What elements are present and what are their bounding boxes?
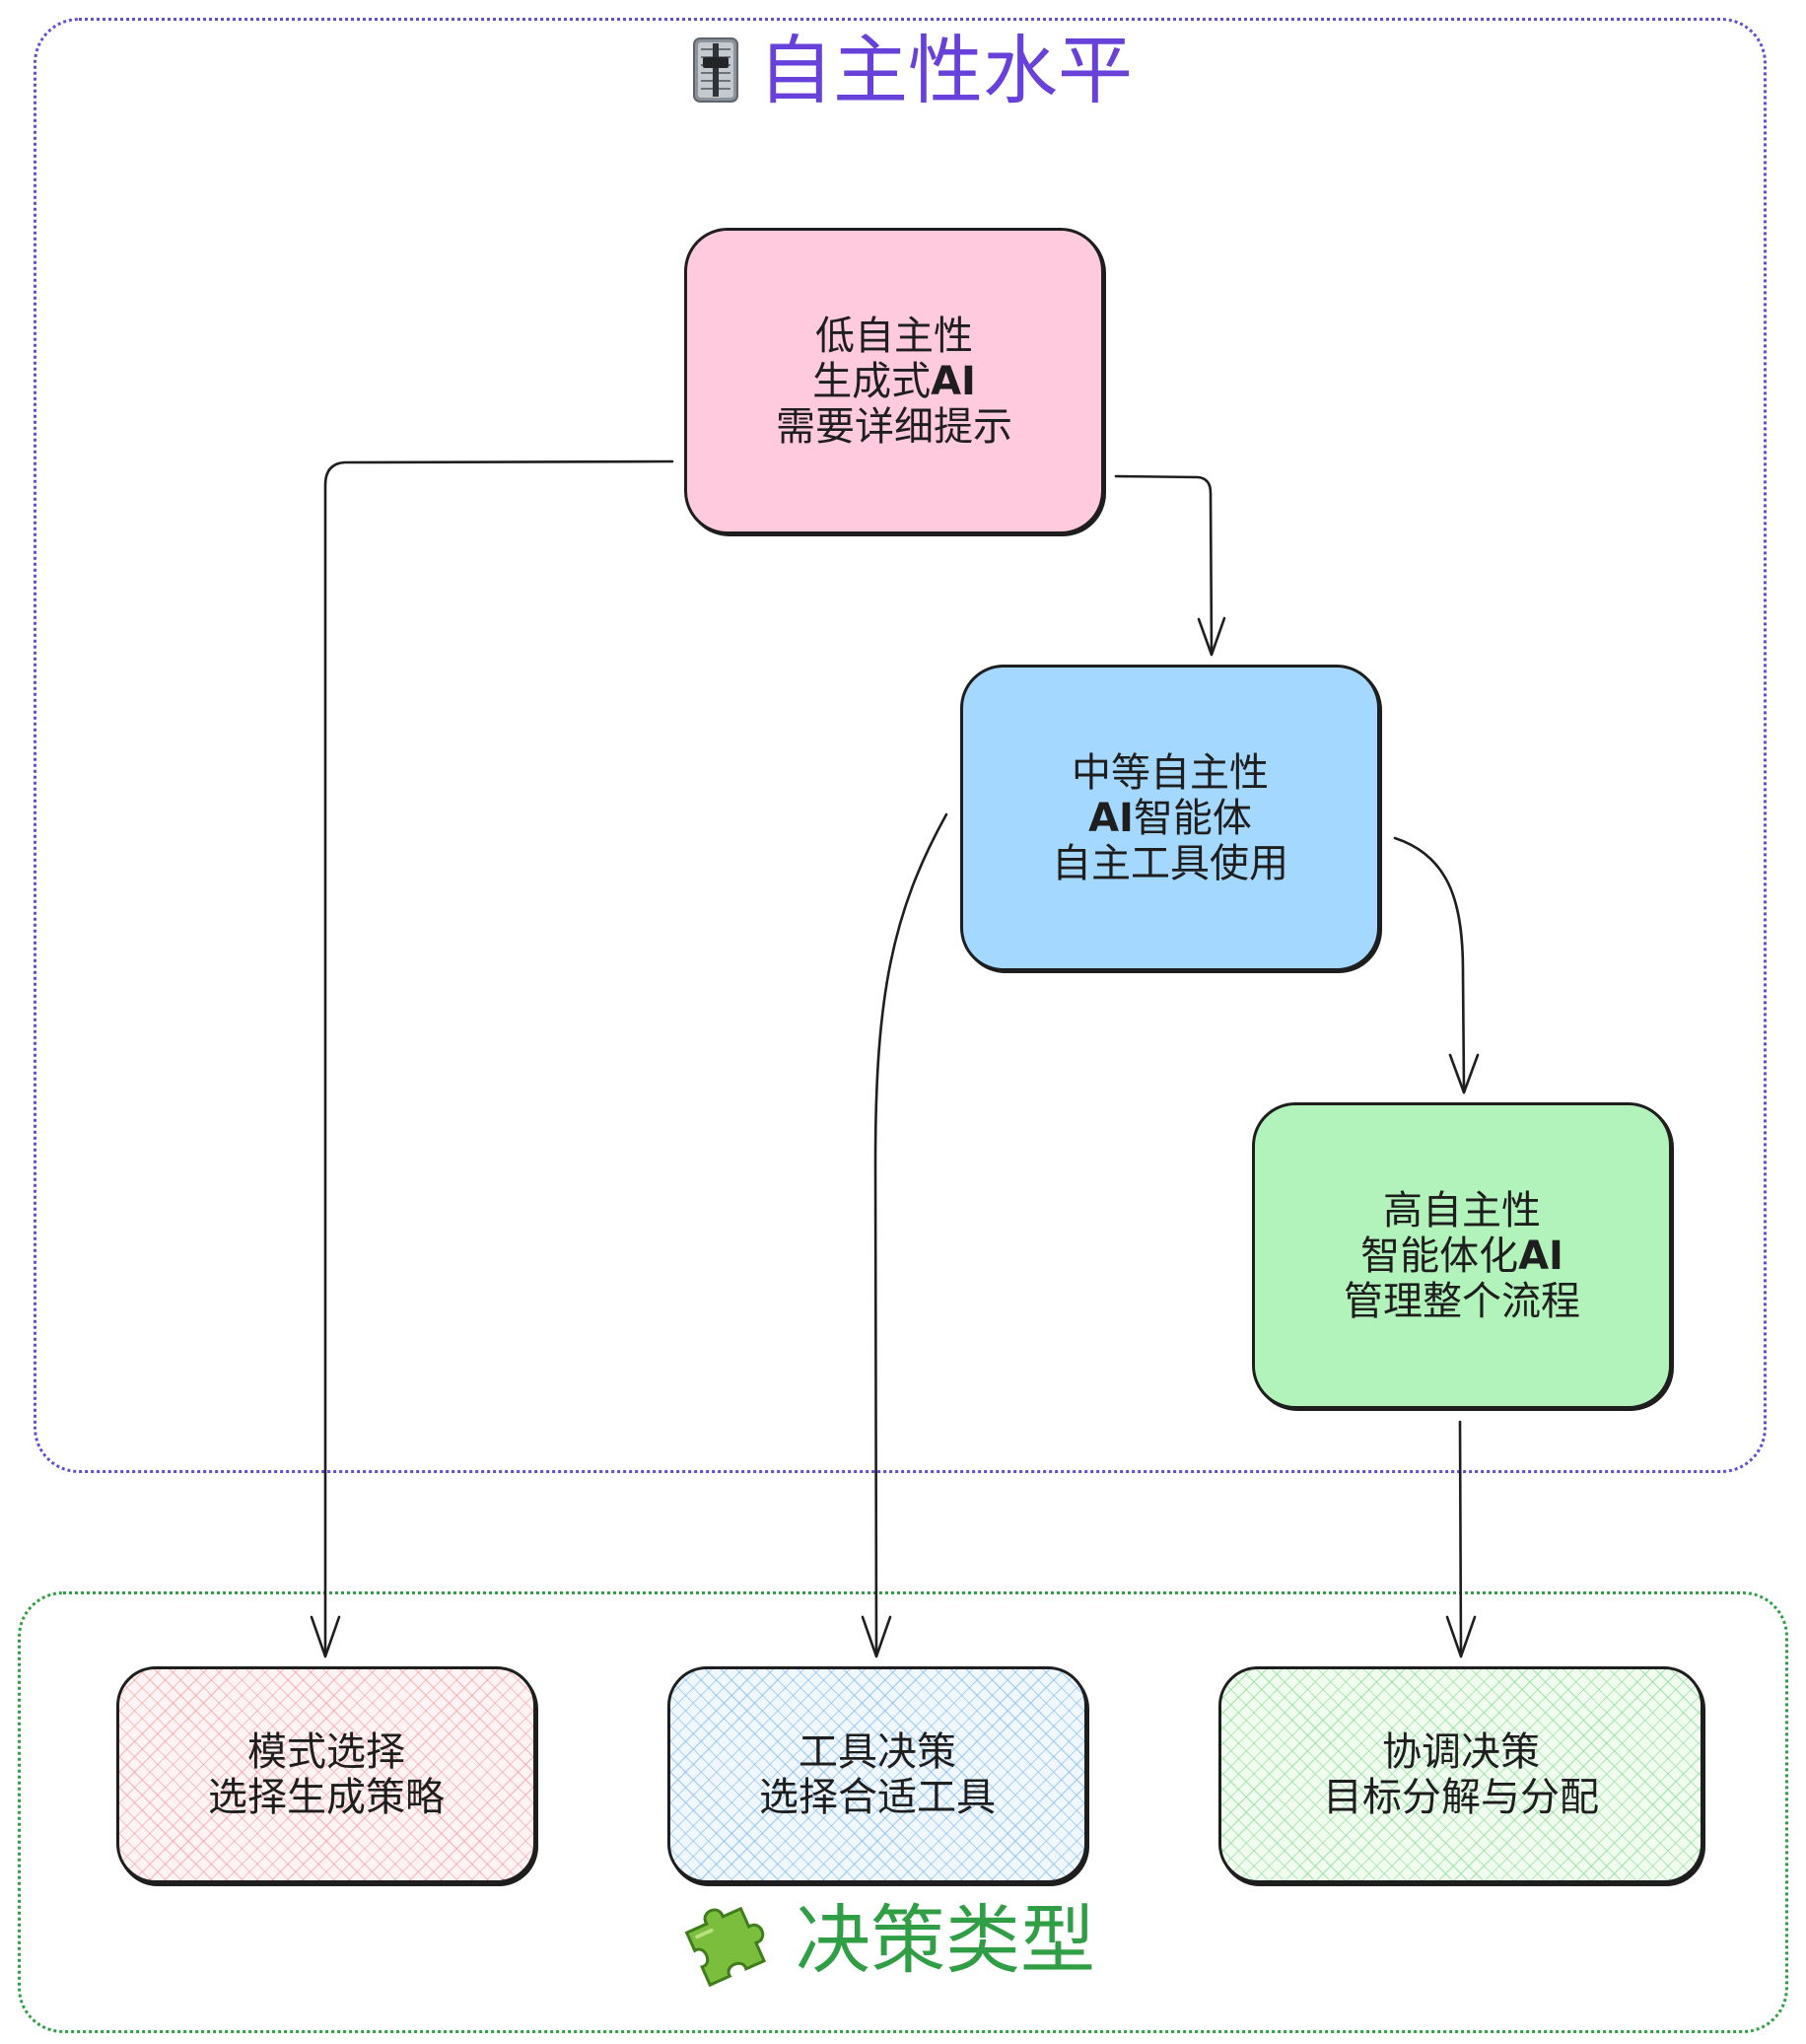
- node-coord-decision[interactable]: 协调决策 目标分解与分配: [1218, 1666, 1703, 1883]
- node-high-line3: 管理整个流程: [1344, 1278, 1580, 1324]
- edge-mid-to-high: [1393, 836, 1466, 1092]
- edge-high-to-coord: [1458, 1420, 1463, 1656]
- puzzle-piece-icon: [684, 1906, 767, 1988]
- decision-group-title-text: 决策类型: [796, 1896, 1095, 1984]
- node-tool-line1: 工具决策: [799, 1729, 956, 1775]
- node-pattern-decision[interactable]: 模式选择 选择生成策略: [116, 1666, 536, 1883]
- edge-low-to-pattern: [323, 459, 674, 1656]
- edge-mid-to-tool-arrowhead: [861, 1615, 892, 1658]
- node-pattern-line1: 模式选择: [247, 1729, 405, 1775]
- node-high-line1: 高自主性: [1383, 1187, 1541, 1233]
- node-low-line3: 需要详细提示: [776, 403, 1012, 450]
- autonomy-group-title: 自主性水平: [0, 34, 1806, 108]
- autonomy-group-frame: [34, 18, 1767, 1473]
- node-mid-line1: 中等自主性: [1072, 749, 1269, 796]
- node-mid-line3: 自主工具使用: [1052, 840, 1288, 886]
- edge-low-to-pattern-arrowhead: [310, 1615, 341, 1658]
- autonomy-group-title-text: 自主性水平: [758, 27, 1133, 114]
- edge-low-to-mid-arrowhead: [1197, 616, 1226, 657]
- edge-mid-to-high-arrowhead: [1448, 1053, 1480, 1094]
- edge-mid-to-tool: [873, 812, 948, 1656]
- node-low-line1: 低自主性: [815, 313, 973, 359]
- node-low-line2: 生成式AI: [812, 358, 976, 404]
- level-slider-icon: [693, 37, 738, 103]
- node-tool-line2: 选择合适工具: [759, 1775, 996, 1820]
- node-pattern-line2: 选择生成策略: [208, 1775, 445, 1820]
- node-tool-decision[interactable]: 工具决策 选择合适工具: [667, 1666, 1087, 1883]
- node-low-autonomy[interactable]: 低自主性 生成式AI 需要详细提示: [684, 228, 1104, 534]
- node-high-line2: 智能体化AI: [1360, 1233, 1563, 1279]
- node-mid-line2: AI智能体: [1088, 795, 1252, 841]
- edge-high-to-coord-arrowhead: [1445, 1615, 1477, 1658]
- edge-low-to-mid: [1114, 474, 1214, 655]
- node-coord-line2: 目标分解与分配: [1323, 1775, 1599, 1820]
- decision-group-title: 决策类型: [0, 1903, 1806, 1978]
- decision-group-frame: [18, 1591, 1788, 2033]
- node-coord-line1: 协调决策: [1382, 1729, 1540, 1775]
- node-mid-autonomy[interactable]: 中等自主性 AI智能体 自主工具使用: [960, 665, 1380, 971]
- node-high-autonomy[interactable]: 高自主性 智能体化AI 管理整个流程: [1252, 1102, 1672, 1409]
